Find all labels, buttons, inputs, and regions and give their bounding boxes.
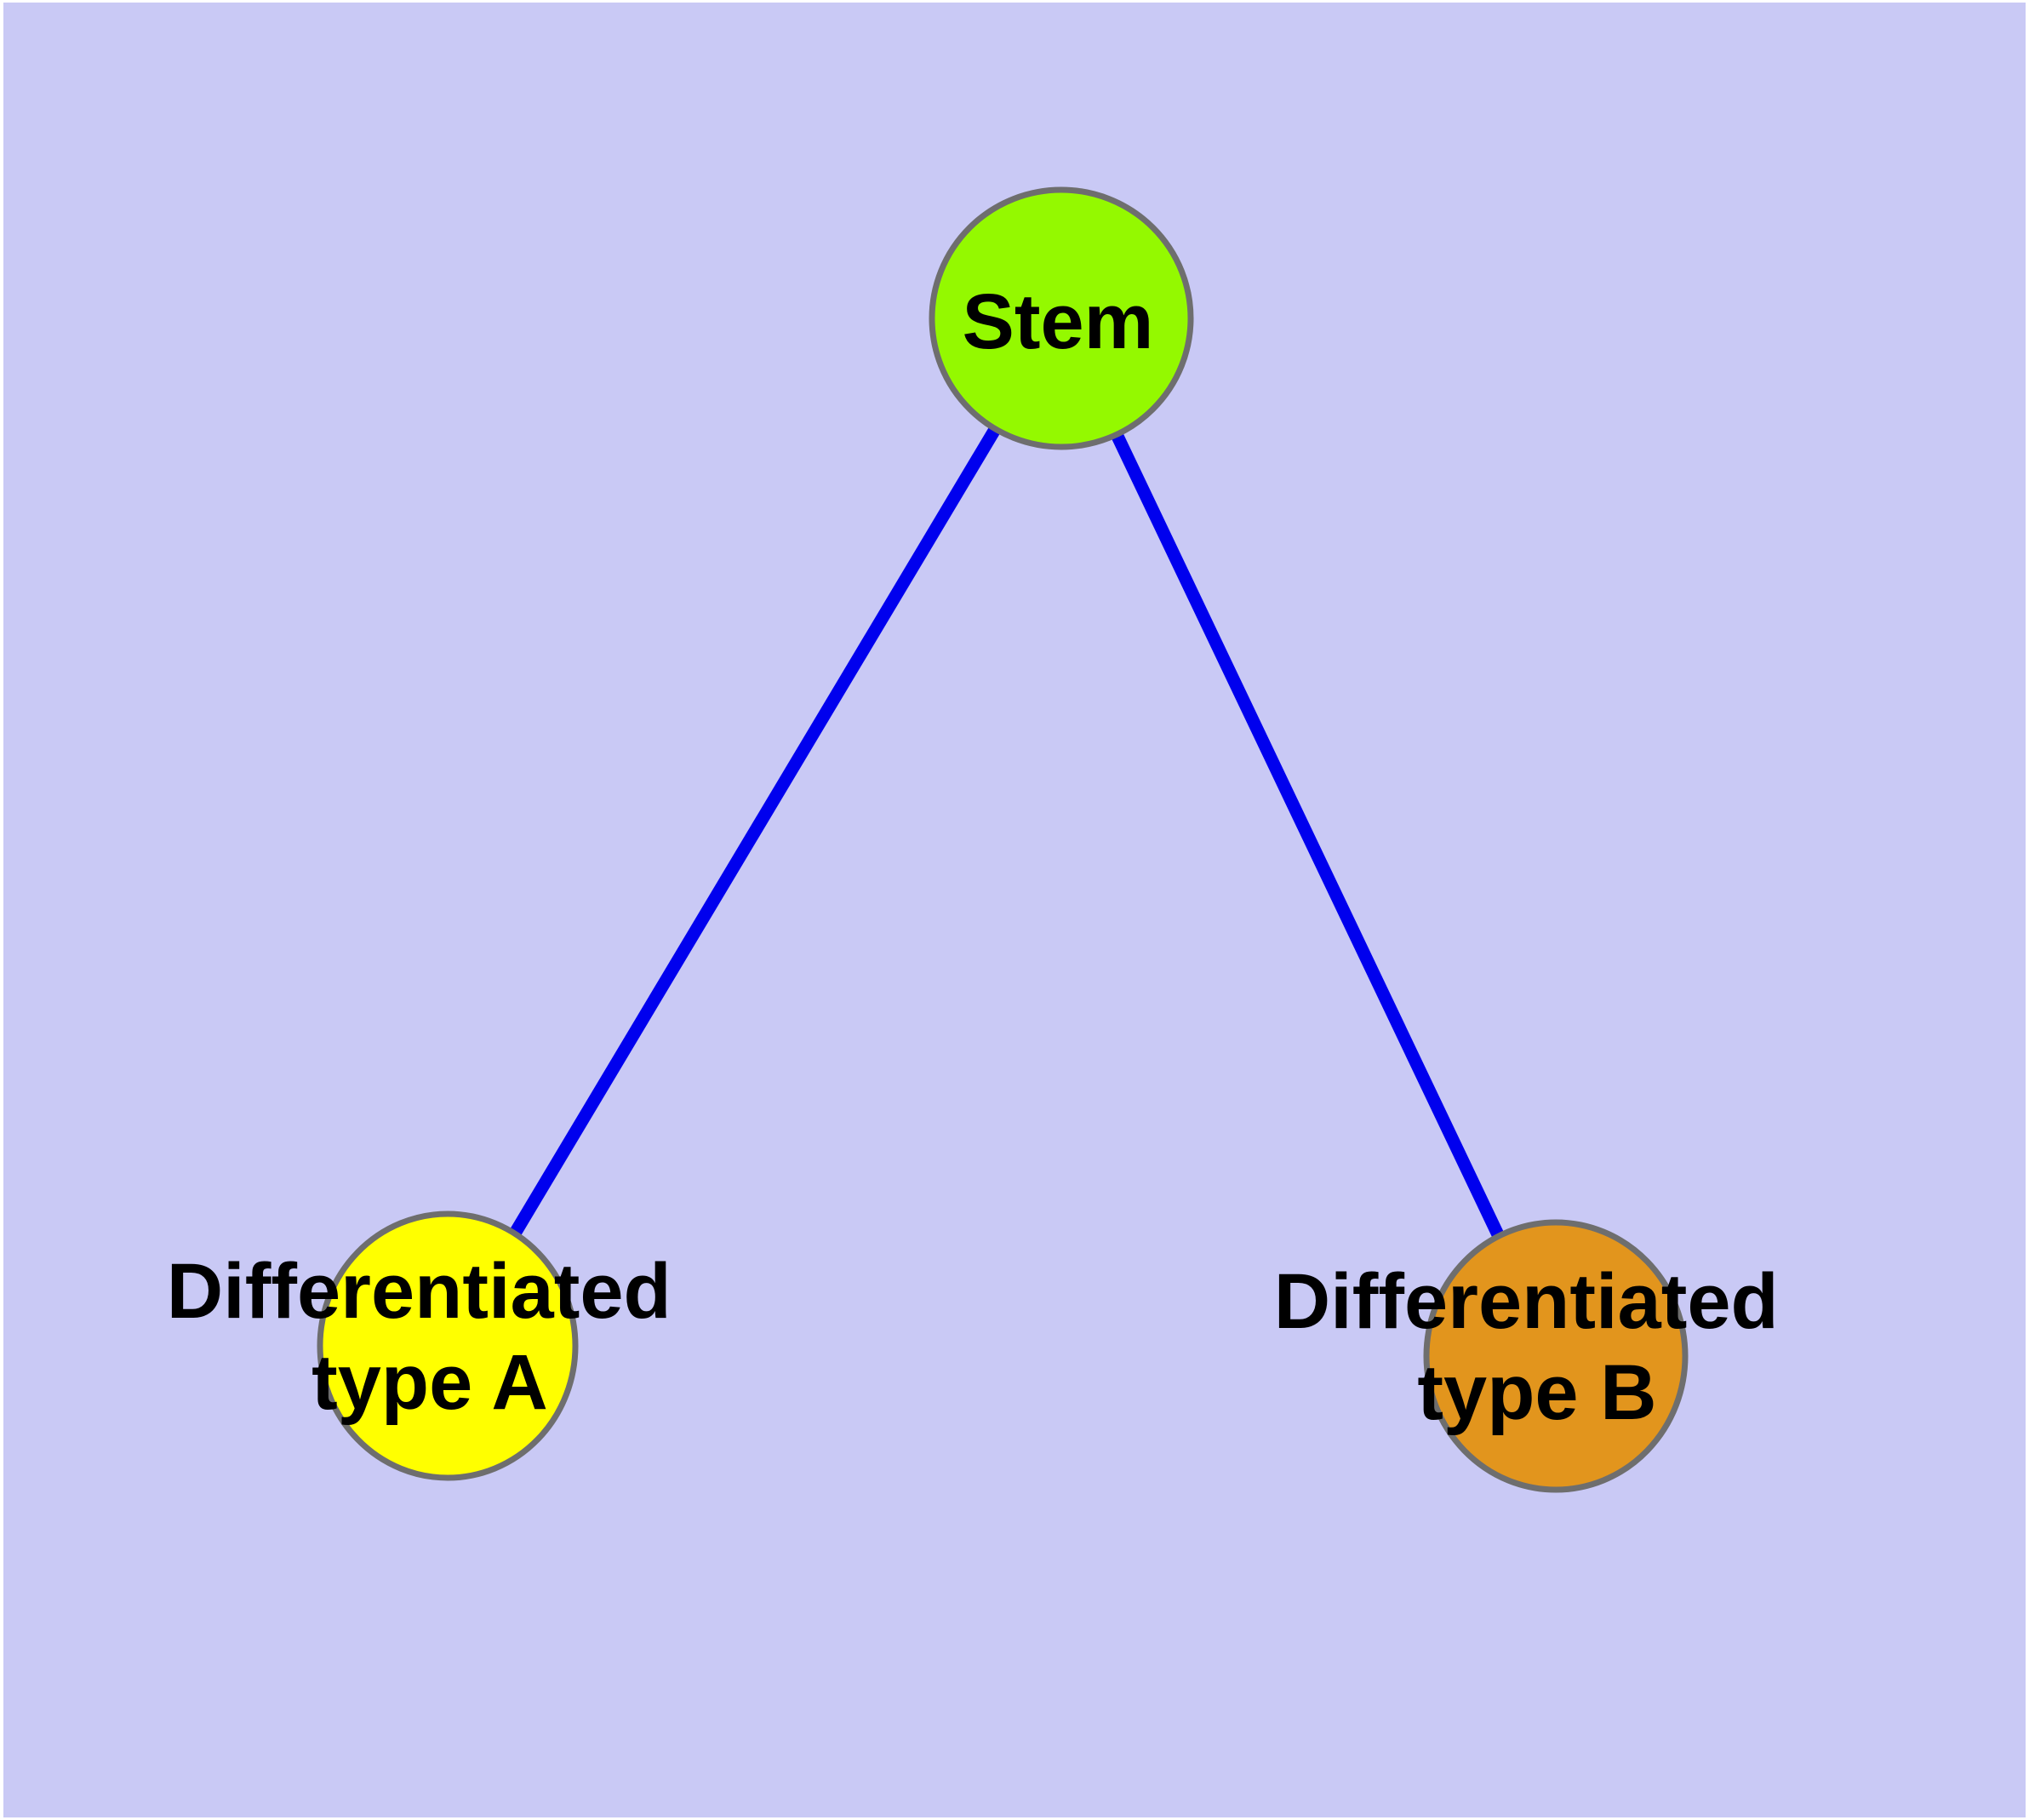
node-type-b-label-line2: type B xyxy=(1417,1349,1656,1436)
node-stem-label: Stem xyxy=(963,278,1154,365)
edge-stem-to-type-a xyxy=(442,315,1067,1349)
node-type-a-label-line1: Differentiated xyxy=(167,1248,672,1335)
node-stem-shape xyxy=(929,186,1194,450)
node-type-b-label: Differentiated type B xyxy=(1274,1258,1801,1436)
node-stem-label-line1: Stem xyxy=(963,278,1154,365)
edge-stem-to-type-b xyxy=(1055,315,1562,1359)
node-type-b-shape xyxy=(1423,1219,1689,1493)
node-type-a-shape xyxy=(317,1210,579,1481)
node-type-a-label-line2: type A xyxy=(311,1339,548,1426)
node-type-a-label: Differentiated type A xyxy=(167,1248,694,1426)
node-type-b-label-line1: Differentiated xyxy=(1274,1258,1779,1345)
